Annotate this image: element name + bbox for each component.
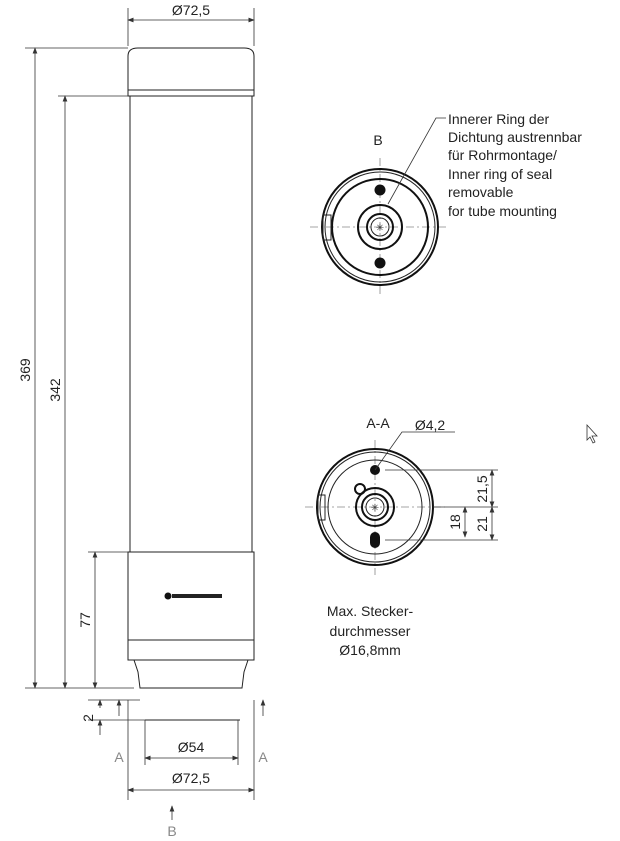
view-b-arrow-label: B xyxy=(167,823,176,839)
dim-top-width: Ø72,5 xyxy=(172,2,210,18)
svg-text:durchmesser: durchmesser xyxy=(330,623,411,639)
svg-text:Innerer Ring der: Innerer Ring der xyxy=(448,111,550,127)
cap-band xyxy=(127,89,255,97)
dim-bottom-width: Ø72,5 xyxy=(172,770,210,786)
svg-text:Max. Stecker-: Max. Stecker- xyxy=(327,603,414,619)
side-view xyxy=(127,47,255,721)
brand-logo xyxy=(164,592,222,600)
dim-hole-diameter: Ø4,2 xyxy=(415,417,446,433)
dim-plate-diameter: Ø54 xyxy=(178,739,205,755)
dimensions: Ø72,5 369 342 77 2 Ø54 Ø72,5 xyxy=(17,2,255,800)
seal-leader xyxy=(387,117,446,205)
svg-text:Dichtung austrennbar: Dichtung austrennbar xyxy=(448,129,582,145)
dim-total-height: 369 xyxy=(17,358,33,382)
cap xyxy=(127,47,255,91)
dim-plate-thickness: 2 xyxy=(80,714,96,722)
svg-text:removable: removable xyxy=(448,184,514,200)
svg-text:for tube mounting: for tube mounting xyxy=(448,203,557,219)
base-mount xyxy=(133,659,249,689)
dim-base-height: 77 xyxy=(77,612,93,628)
seal-note: Innerer Ring der Dichtung austrennbar fü… xyxy=(448,111,582,219)
dim-body-height: 342 xyxy=(47,378,63,402)
tube-body xyxy=(129,95,253,553)
mouse-cursor-icon xyxy=(586,423,598,444)
view-b: B ✳ Innerer Ring der Dichtung austrennba… xyxy=(310,111,582,296)
section-aa-title: A-A xyxy=(366,415,390,431)
plug-note: Max. Stecker- durchmesser Ø16,8mm xyxy=(327,603,414,658)
view-b-title: B xyxy=(373,132,382,148)
section-markers: A A B xyxy=(114,699,268,839)
svg-text:✳: ✳ xyxy=(371,503,379,514)
section-a-left: A xyxy=(114,749,124,765)
svg-text:✳: ✳ xyxy=(376,223,384,234)
dim-offset-top: 21,5 xyxy=(474,475,490,502)
svg-text:Ø16,8mm: Ø16,8mm xyxy=(339,642,400,658)
dim-offset-slot: 18 xyxy=(447,514,463,530)
svg-text:für Rohrmontage/: für Rohrmontage/ xyxy=(448,147,557,163)
section-a-a: A-A ✳ Ø4,2 21,5 21 18 Max. Stecker- durc… xyxy=(305,415,498,658)
dim-offset-bottom: 21 xyxy=(474,516,490,532)
svg-text:Inner ring of seal: Inner ring of seal xyxy=(448,166,552,182)
base-section xyxy=(127,551,255,661)
section-a-right: A xyxy=(258,749,268,765)
